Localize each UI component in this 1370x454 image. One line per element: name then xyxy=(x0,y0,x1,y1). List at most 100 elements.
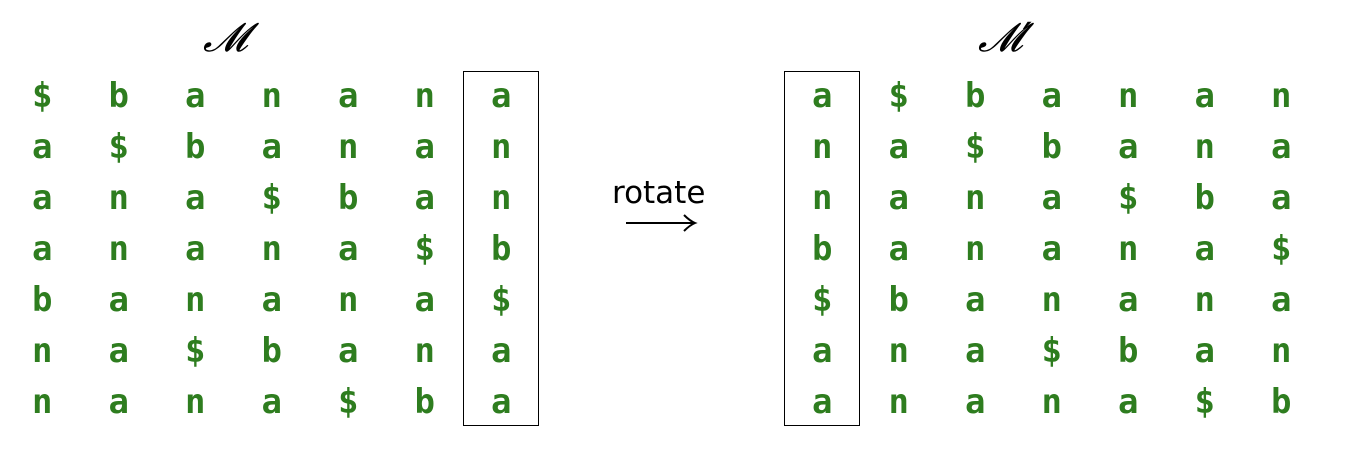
left-matrix-cell: a xyxy=(414,127,435,167)
left-matrix-cell: n xyxy=(261,229,282,269)
left-matrix-cell: n xyxy=(32,331,53,371)
left-matrix-cell: a xyxy=(414,178,435,218)
right-matrix-cell: n xyxy=(1041,382,1062,422)
right-matrix-cell: n xyxy=(1118,76,1139,116)
right-matrix-cell: a xyxy=(1041,229,1062,269)
right-matrix-cell: b xyxy=(812,229,833,269)
right-matrix-cell: a xyxy=(812,331,833,371)
right-matrix-cell: $ xyxy=(1271,229,1292,269)
left-matrix-cell: a xyxy=(32,178,53,218)
left-matrix-cell: $ xyxy=(414,229,435,269)
right-matrix-cell: $ xyxy=(888,76,909,116)
left-matrix-cell: a xyxy=(261,127,282,167)
left-matrix-cell: n xyxy=(261,76,282,116)
right-matrix-cell: a xyxy=(1118,280,1139,320)
right-matrix-cell: b xyxy=(1271,382,1292,422)
left-matrix-cell: $ xyxy=(185,331,206,371)
left-matrix-cell: a xyxy=(414,280,435,320)
right-matrix-cell: $ xyxy=(965,127,986,167)
left-matrix-cell: n xyxy=(32,382,53,422)
left-matrix-cell: a xyxy=(338,76,359,116)
right-matrix-cell: n xyxy=(1271,76,1292,116)
right-matrix-cell: b xyxy=(1041,127,1062,167)
right-matrix-cell: a xyxy=(1271,178,1292,218)
right-matrix-cell: n xyxy=(812,127,833,167)
left-matrix-cell: a xyxy=(32,229,53,269)
right-arrow-icon xyxy=(626,214,698,232)
left-matrix-cell: $ xyxy=(108,127,129,167)
left-matrix-cell: $ xyxy=(261,178,282,218)
left-matrix-cell: a xyxy=(338,331,359,371)
right-matrix-cell: n xyxy=(1271,331,1292,371)
left-matrix-cell: b xyxy=(185,127,206,167)
right-matrix-cell: n xyxy=(965,229,986,269)
left-matrix-cell: $ xyxy=(32,76,53,116)
left-matrix-cell: a xyxy=(491,331,512,371)
right-matrix-cell: a xyxy=(1271,127,1292,167)
right-matrix-cell: $ xyxy=(1041,331,1062,371)
left-matrix-cell: a xyxy=(185,229,206,269)
right-first-column-box xyxy=(784,71,860,426)
right-matrix-cell: b xyxy=(1194,178,1215,218)
right-matrix-cell: a xyxy=(965,331,986,371)
right-matrix-cell: a xyxy=(965,382,986,422)
right-matrix-cell: n xyxy=(1041,280,1062,320)
left-matrix-cell: n xyxy=(185,280,206,320)
right-matrix-cell: a xyxy=(1194,331,1215,371)
left-matrix-cell: a xyxy=(491,76,512,116)
right-matrix-cell: a xyxy=(1271,280,1292,320)
left-matrix-cell: a xyxy=(108,280,129,320)
left-matrix-cell: a xyxy=(108,382,129,422)
right-matrix-cell: a xyxy=(1194,76,1215,116)
left-matrix-title: 𝓜 xyxy=(203,15,248,61)
left-matrix-cell: n xyxy=(338,127,359,167)
left-matrix-cell: a xyxy=(185,178,206,218)
right-matrix-cell: n xyxy=(1194,280,1215,320)
right-matrix-title: 𝓜′ xyxy=(978,15,1032,61)
left-matrix-cell: b xyxy=(414,382,435,422)
left-matrix-cell: n xyxy=(491,127,512,167)
right-matrix-cell: b xyxy=(1118,331,1139,371)
left-matrix-cell: b xyxy=(491,229,512,269)
right-matrix-cell: $ xyxy=(1194,382,1215,422)
left-matrix-cell: a xyxy=(338,229,359,269)
right-matrix-cell: n xyxy=(1118,229,1139,269)
right-matrix-cell: a xyxy=(1118,127,1139,167)
left-matrix-cell: a xyxy=(108,331,129,371)
left-matrix-cell: a xyxy=(261,382,282,422)
right-matrix-cell: b xyxy=(888,280,909,320)
left-last-column-box xyxy=(463,71,539,426)
left-matrix-cell: n xyxy=(491,178,512,218)
right-matrix-cell: b xyxy=(965,76,986,116)
left-matrix-cell: n xyxy=(338,280,359,320)
left-matrix-cell: b xyxy=(108,76,129,116)
left-matrix-cell: a xyxy=(261,280,282,320)
right-matrix-cell: $ xyxy=(1118,178,1139,218)
left-matrix-cell: n xyxy=(108,229,129,269)
left-matrix-cell: b xyxy=(261,331,282,371)
right-matrix-cell: a xyxy=(812,76,833,116)
right-matrix-cell: a xyxy=(888,127,909,167)
right-matrix-cell: $ xyxy=(812,280,833,320)
right-matrix-cell: a xyxy=(965,280,986,320)
right-matrix-cell: a xyxy=(888,178,909,218)
left-matrix-cell: $ xyxy=(338,382,359,422)
right-matrix-cell: a xyxy=(1041,76,1062,116)
rotate-label: rotate xyxy=(612,175,706,211)
left-matrix-cell: a xyxy=(491,382,512,422)
right-matrix-cell: a xyxy=(812,382,833,422)
left-matrix-cell: b xyxy=(338,178,359,218)
right-matrix-cell: a xyxy=(1194,229,1215,269)
left-matrix-cell: b xyxy=(32,280,53,320)
left-matrix-cell: a xyxy=(32,127,53,167)
right-matrix-cell: n xyxy=(888,382,909,422)
right-matrix-cell: a xyxy=(888,229,909,269)
right-matrix-cell: a xyxy=(1041,178,1062,218)
right-matrix-cell: a xyxy=(1118,382,1139,422)
right-matrix-cell: n xyxy=(812,178,833,218)
left-matrix-cell: a xyxy=(185,76,206,116)
left-matrix-cell: $ xyxy=(491,280,512,320)
left-matrix-cell: n xyxy=(185,382,206,422)
